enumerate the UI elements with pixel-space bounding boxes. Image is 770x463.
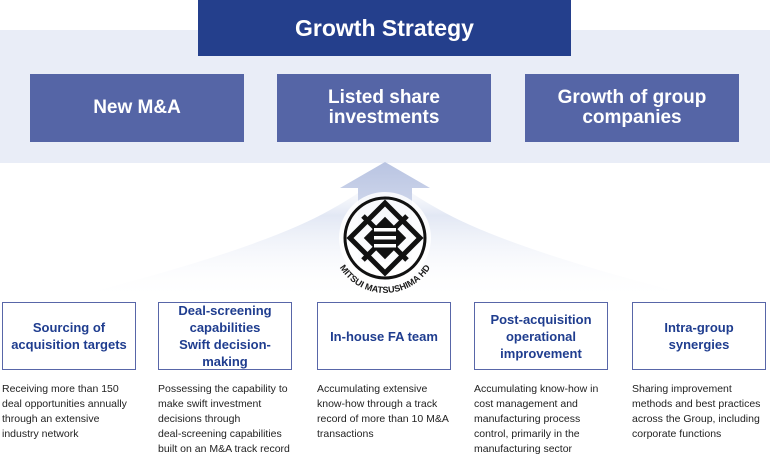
strategy-box-listed-shares: Listed share investments xyxy=(277,74,491,142)
capability-description: Accumulating extensive know-how through … xyxy=(317,383,449,440)
capability-description: Receiving more than 150 deal opportuniti… xyxy=(2,383,127,440)
capability-description: Sharing improvement methods and best pra… xyxy=(632,383,761,440)
strategy-label: Listed share investments xyxy=(328,87,440,128)
capability-description: Accumulating know-how in cost management… xyxy=(474,383,599,455)
capability-label: Intra-group synergies xyxy=(664,320,734,352)
strategy-label: New M&A xyxy=(93,97,181,118)
capability-box-sourcing: Sourcing of acquisition targets xyxy=(2,302,136,370)
capability-label: Sourcing of acquisition targets xyxy=(11,320,127,352)
capability-description: Possessing the capability to make swift … xyxy=(158,383,290,455)
strategy-label: Growth of group companies xyxy=(557,87,707,128)
capability-label: In-house FA team xyxy=(330,328,438,344)
capability-label: Deal-screening capabilities Swift decisi… xyxy=(178,303,272,369)
capability-box-deal-screening: Deal-screening capabilities Swift decisi… xyxy=(158,302,292,370)
strategy-box-new-ma: New M&A xyxy=(30,74,244,142)
page-title: Growth Strategy xyxy=(198,0,571,56)
capability-box-synergies: Intra-group synergies xyxy=(632,302,766,370)
capability-label: Post-acquisition operational improvement xyxy=(490,311,592,361)
mitsui-matsushima-crest-icon: MITSUI MATSUSHIMA HD xyxy=(338,192,432,295)
capability-box-post-acquisition: Post-acquisition operational improvement xyxy=(474,302,608,370)
strategy-box-group-growth: Growth of group companies xyxy=(525,74,739,142)
capability-box-fa-team: In-house FA team xyxy=(317,302,451,370)
